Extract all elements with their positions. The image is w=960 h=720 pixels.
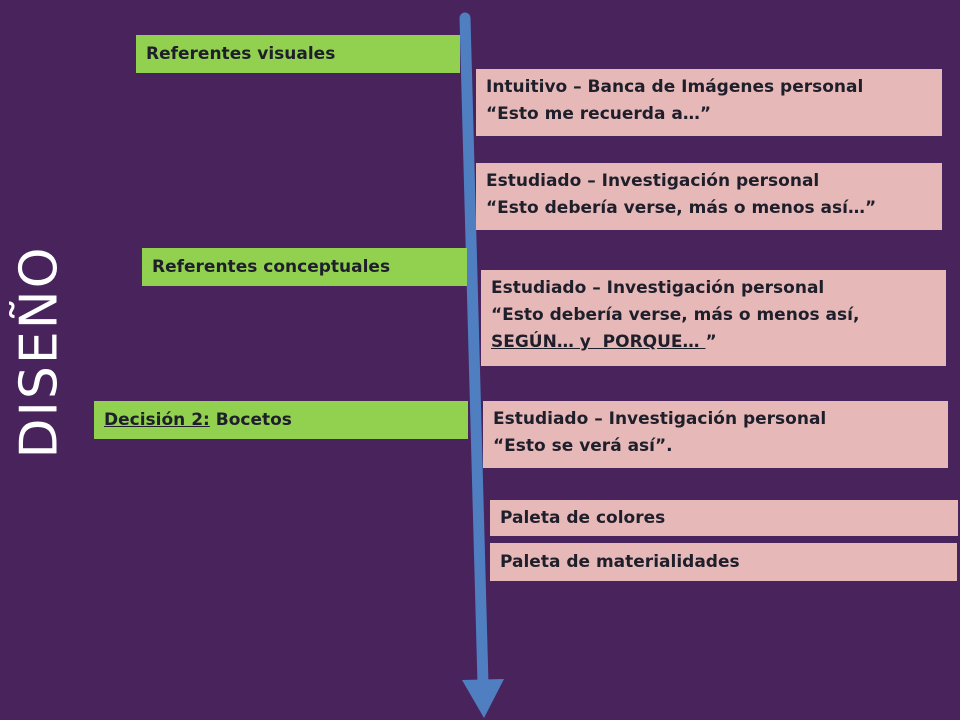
estudiado2-line1: Estudiado – Investigación personal <box>491 278 825 298</box>
paleta-materialidades-label: Paleta de materialidades <box>500 551 740 572</box>
estudiado1-line2: “Esto debería verse, más o menos así…” <box>486 198 877 218</box>
paleta-materialidades-box: Paleta de materialidades <box>490 543 957 581</box>
estudiado2-line2: “Esto debería verse, más o menos así, <box>491 305 860 325</box>
estudiado3-line2: “Esto se verá así”. <box>493 436 673 456</box>
paleta-colores-label: Paleta de colores <box>500 507 666 528</box>
estudiado-box-3: Estudiado – Investigación personal “Esto… <box>483 401 948 468</box>
intuitivo-line2: “Esto me recuerda a…” <box>486 104 712 124</box>
decision-bocetos-box: Decisión 2: Bocetos <box>94 401 468 439</box>
segun-porque-text: SEGÚN… y PORQUE… <box>491 332 706 352</box>
estudiado-box-1: Estudiado – Investigación personal “Esto… <box>476 163 942 230</box>
estudiado-box-2: Estudiado – Investigación personal “Esto… <box>481 270 946 366</box>
arrow-shaft <box>459 12 489 690</box>
arrow-head <box>462 679 504 718</box>
referentes-visuales-box: Referentes visuales <box>136 35 460 73</box>
bocetos-label: Bocetos <box>209 410 292 430</box>
estudiado2-line3: SEGÚN… y PORQUE… ” <box>491 329 936 356</box>
intuitivo-box: Intuitivo – Banca de Imágenes personal “… <box>476 69 942 136</box>
estudiado3-line1: Estudiado – Investigación personal <box>493 409 827 429</box>
referentes-visuales-label: Referentes visuales <box>146 44 336 64</box>
referentes-conceptuales-box: Referentes conceptuales <box>142 248 467 286</box>
closing-quote: ” <box>705 332 717 352</box>
estudiado1-line1: Estudiado – Investigación personal <box>486 171 820 191</box>
paleta-colores-box: Paleta de colores <box>490 500 958 536</box>
referentes-conceptuales-label: Referentes conceptuales <box>152 257 391 277</box>
intuitivo-line1: Intuitivo – Banca de Imágenes personal <box>486 77 864 97</box>
decision-label: Decisión 2: <box>104 410 210 430</box>
